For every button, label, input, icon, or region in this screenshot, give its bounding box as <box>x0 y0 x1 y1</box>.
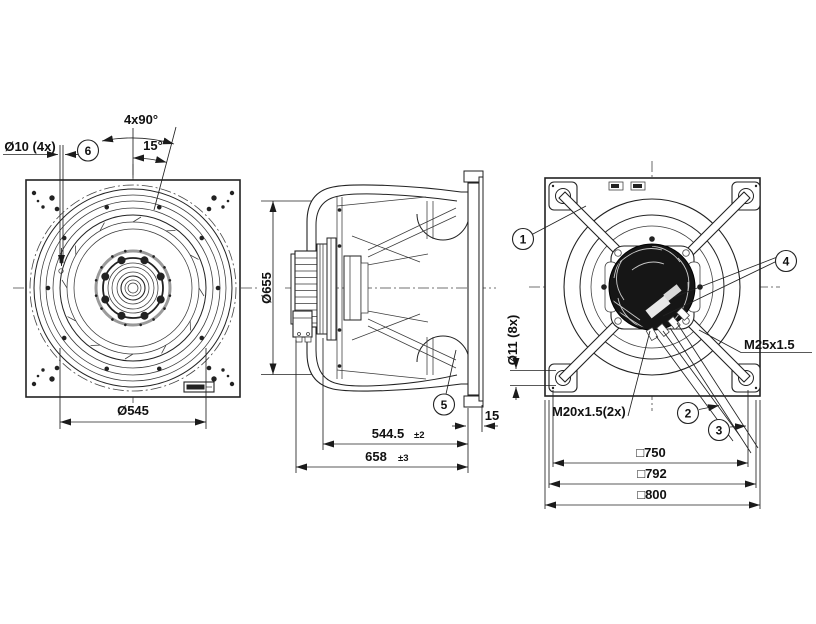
motor-heatsink <box>608 243 696 331</box>
balloon-2-group: 2 <box>676 401 720 425</box>
gland-m20-callout: M20x1.5(2x) <box>552 330 651 419</box>
gland-m25-callout: M25x1.5 <box>698 329 812 353</box>
balloon-5: 5 <box>441 398 448 412</box>
side-interior <box>336 196 457 380</box>
dim-depth-main-label: 544.5 <box>372 426 405 441</box>
terminal-box <box>292 310 313 338</box>
inlet-ring-outer <box>563 198 741 376</box>
dim-plate-offset: 15 <box>452 405 499 473</box>
dim-front-hole: Ø10 (4x) 6 <box>3 139 100 266</box>
balloon-4-group: 4 <box>662 249 798 317</box>
inlet-ring-inner <box>590 225 714 349</box>
balloon-4: 4 <box>783 255 790 269</box>
inlet-lip-bottom <box>416 335 470 363</box>
dim-corner-hole: Ø11 (8x) <box>505 315 556 400</box>
balloon-5-group: 5 <box>432 349 457 416</box>
dim-sq-inner-label: □750 <box>636 445 666 460</box>
side-plate <box>463 170 484 408</box>
dim-inlet-dia: Ø655 <box>259 200 312 375</box>
dim-impeller-dia-label: Ø545 <box>117 403 149 418</box>
gland-m20-label: M20x1.5(2x) <box>552 404 626 419</box>
dim-depth-total: 658 ±3 <box>295 340 468 473</box>
front-mounting-plate <box>25 179 241 398</box>
dim-front-hole-label: Ø10 (4x) <box>4 139 55 154</box>
dim-sq-outer-label: □800 <box>637 487 667 502</box>
balloon-6: 6 <box>85 144 92 158</box>
front-view: Ø10 (4x) 6 4x90° 15° Ø545 <box>3 112 257 429</box>
dim-sq-mid-label: □792 <box>637 466 667 481</box>
balloon-1: 1 <box>520 233 527 247</box>
balloon-2: 2 <box>685 407 692 421</box>
ring-rivets <box>45 204 221 372</box>
nameplate <box>183 381 215 393</box>
blade-ticks <box>61 216 205 360</box>
side-motor <box>290 237 369 343</box>
dim-angle-label: 15° <box>143 138 163 153</box>
dim-depth-main: 544.5 ±2 <box>322 338 468 450</box>
front-fixing-hole <box>58 268 64 274</box>
cable-glands <box>645 307 690 342</box>
balloon-6-circle <box>76 139 100 162</box>
balloon-1-group: 1 <box>511 205 587 251</box>
dim-impeller-dia: Ø545 <box>59 348 207 429</box>
hub-bolts <box>94 249 172 327</box>
dim-corner-hole-label: Ø11 (8x) <box>505 315 520 366</box>
dim-inlet-dia-label: Ø655 <box>259 272 274 304</box>
dim-plate-offset-label: 15 <box>485 408 499 423</box>
gland-m25-label: M25x1.5 <box>744 337 795 352</box>
dim-squares: □750 □792 □800 <box>544 390 761 509</box>
front-impeller <box>29 184 237 392</box>
dim-angles: 4x90° 15° <box>101 112 177 211</box>
dim-depth-main-tol: ±2 <box>414 430 425 441</box>
balloon-3: 3 <box>716 424 723 438</box>
dim-depth-total-tol: ±3 <box>398 453 409 464</box>
corner-holes <box>31 190 235 387</box>
inlet-lip-top <box>416 213 470 241</box>
dim-angle-pattern-label: 4x90° <box>124 112 158 127</box>
balloon-3-group: 3 <box>707 418 747 442</box>
labels-stickers <box>608 181 646 191</box>
rear-view: 1 4 2 3 M25x1.5 M20x1.5(2x) <box>505 161 812 509</box>
side-view: Ø655 5 15 544.5 ±2 658 ±3 <box>259 170 499 473</box>
dim-depth-total-label: 658 <box>365 449 387 464</box>
